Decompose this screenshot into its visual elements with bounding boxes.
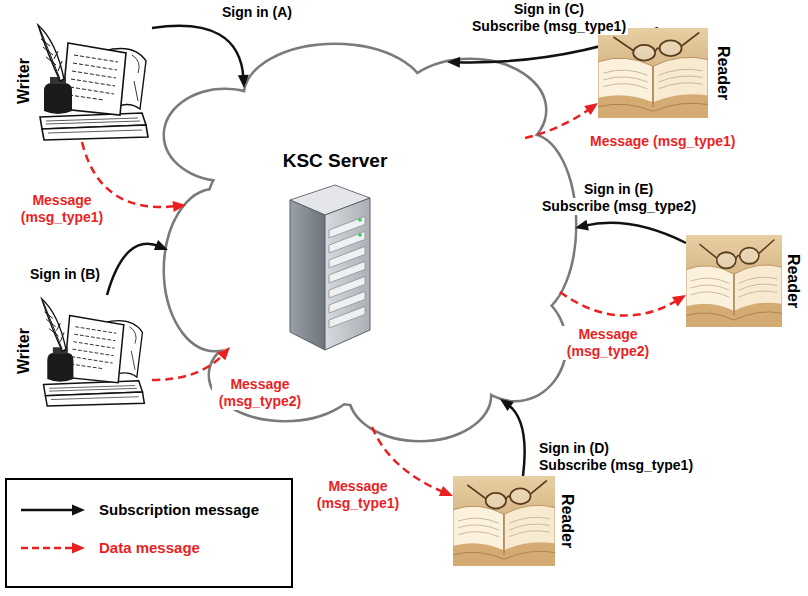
writer-illustration <box>34 20 152 142</box>
legend-arrowhead <box>72 505 85 516</box>
legend-arrowhead <box>72 543 85 554</box>
role-label: Reader <box>558 494 577 548</box>
legend-text: Subscription message <box>99 501 259 518</box>
legend-line <box>21 509 73 512</box>
edge-label: Sign in (B) <box>28 266 102 283</box>
subscription-arrow <box>152 26 249 88</box>
subscribe-label: Subscribe (msg_type2) <box>540 198 698 215</box>
connector-line <box>507 404 524 476</box>
reader-illustration <box>453 476 555 566</box>
edge-label: Sign in (C) <box>512 1 586 18</box>
edge-label: Sign in (D) <box>537 440 611 457</box>
edge-label: Message (msg_type2) <box>560 326 656 360</box>
subscription-arrow <box>107 240 168 295</box>
reader-illustration <box>598 28 708 118</box>
reader-node: Reader <box>598 28 738 118</box>
legend-box: Subscription messageData message <box>5 478 293 588</box>
role-label: Writer <box>14 58 33 104</box>
writer-node: Writer <box>12 20 152 142</box>
arrowhead <box>672 295 686 306</box>
server-title: KSC Server <box>283 150 388 172</box>
legend-line <box>21 547 73 550</box>
role-label: Reader <box>714 46 733 100</box>
subscription-arrow <box>500 399 525 476</box>
connector-line <box>560 292 678 316</box>
arrowhead <box>439 486 453 496</box>
legend-sample <box>19 502 89 518</box>
data-message-arrow <box>560 292 686 316</box>
edge-label: Message (msg_type2) <box>212 376 308 410</box>
arrowhead <box>584 103 598 115</box>
edge-label: Sign in (E) <box>582 181 655 198</box>
connector-line <box>584 223 686 243</box>
reader-node: Reader <box>453 476 579 566</box>
subscription-arrow <box>575 220 686 243</box>
connector-line <box>107 244 160 295</box>
edge-label: Message (msg_type1) <box>588 133 738 150</box>
legend-sample <box>19 540 89 556</box>
writer-illustration <box>34 295 152 407</box>
reader-illustration <box>686 235 782 327</box>
legend-text: Data message <box>99 539 200 556</box>
subscribe-label: Subscribe (msg_type1) <box>537 457 695 474</box>
reader-node: Reader <box>686 235 804 327</box>
edge-label: Sign in (A) <box>220 4 294 21</box>
connector-line <box>152 26 244 79</box>
edge-label: Message (msg_type1) <box>14 192 110 226</box>
role-label: Writer <box>14 328 33 374</box>
writer-node: Writer <box>12 295 152 407</box>
edge-label: Message (msg_type1) <box>310 478 406 512</box>
role-label: Reader <box>784 254 803 308</box>
subscribe-label: Subscribe (msg_type1) <box>470 18 628 35</box>
